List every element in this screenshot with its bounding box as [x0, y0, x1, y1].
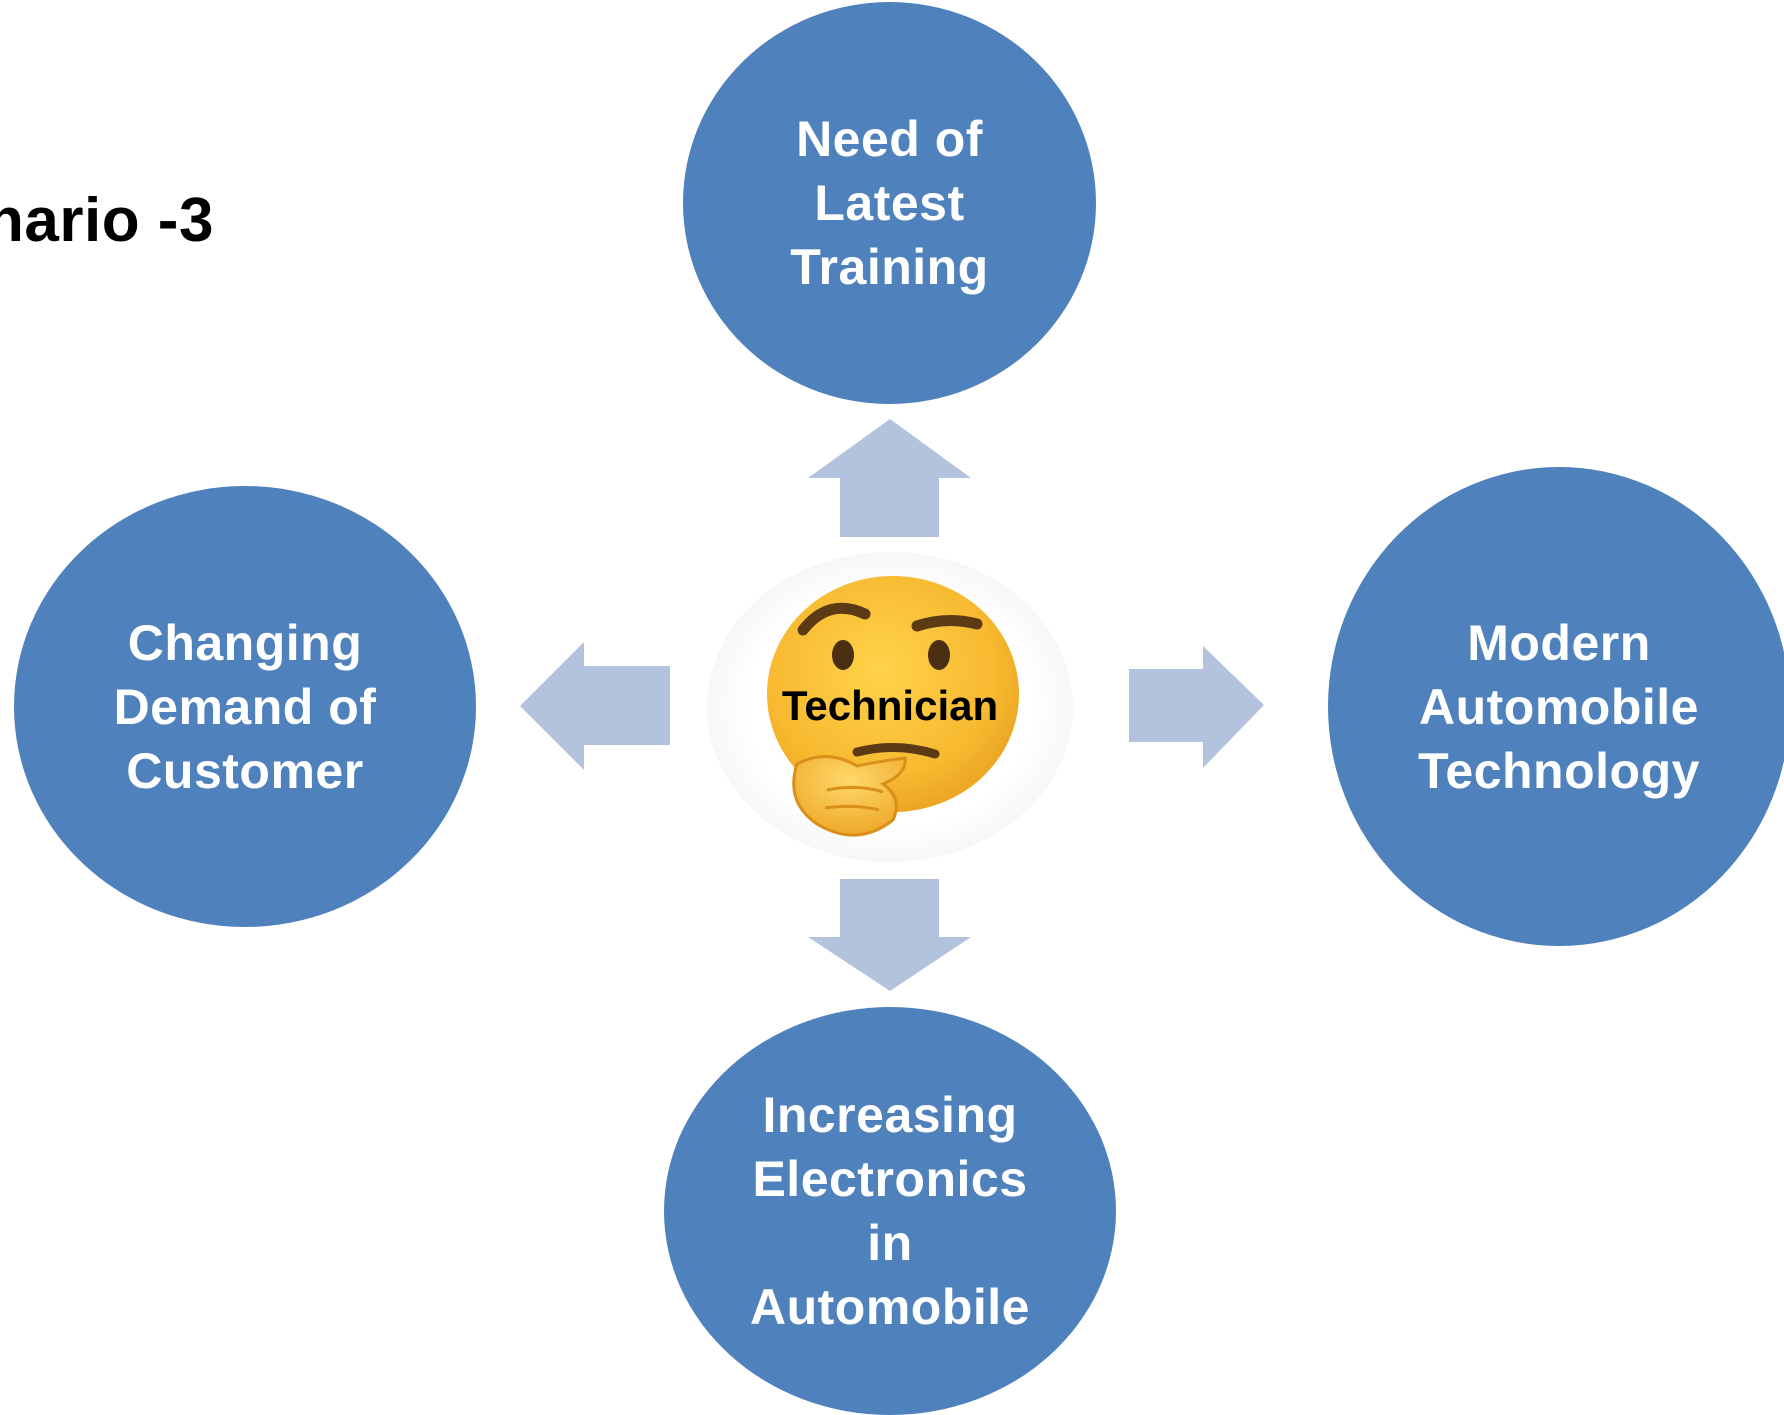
- node-label: Modern Automobile Technology: [1418, 614, 1700, 799]
- arrow-up: [808, 419, 971, 537]
- node-label: Increasing Electronics in Automobile: [750, 1087, 1030, 1335]
- thinking-face-icon: [767, 576, 1019, 837]
- arrow-down: [808, 879, 971, 991]
- node-label: Need of Latest Training: [790, 111, 989, 295]
- arrow-right: [1129, 646, 1264, 768]
- node-modern-automobile-technology: Modern Automobile Technology: [1328, 467, 1784, 946]
- slide-title: nario -3: [0, 186, 214, 255]
- node-need-of-latest-training: Need of Latest Training: [683, 2, 1096, 404]
- node-changing-demand-of-customer: Changing Demand of Customer: [14, 486, 476, 927]
- node-label: Changing Demand of Customer: [113, 614, 377, 799]
- node-increasing-electronics-in-automobile: Increasing Electronics in Automobile: [664, 1007, 1116, 1415]
- arrow-left: [520, 642, 670, 770]
- center-node-technician: Technician: [707, 552, 1073, 862]
- center-label: Technician: [781, 682, 999, 729]
